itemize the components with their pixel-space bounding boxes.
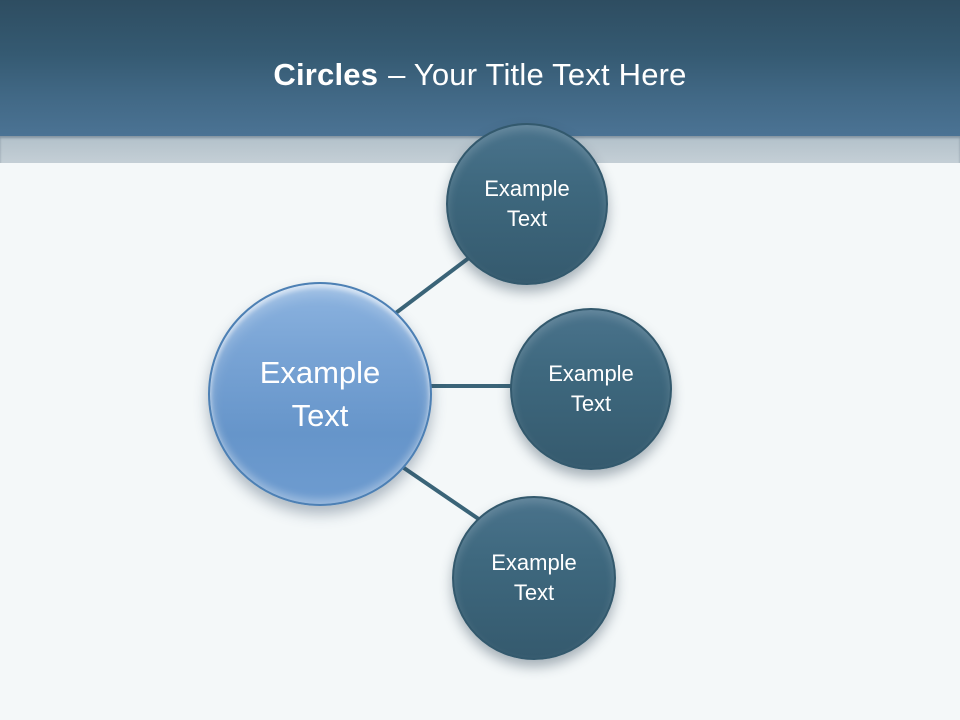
main-circle-label: Example Text <box>259 355 381 433</box>
slide-header: Circles – Your Title Text Here <box>0 0 960 136</box>
sub-circle-top: Example Text <box>446 123 608 285</box>
sub-circle-top-label: Example Text <box>484 176 570 231</box>
sub-circle-bottom-label: Example Text <box>491 550 577 605</box>
sub-circle-middle-label: Example Text <box>548 361 634 416</box>
sub-circle-bottom: Example Text <box>452 496 616 660</box>
title-bold-text: Circles <box>273 57 379 92</box>
title-rest-text: – Your Title Text Here <box>388 57 687 92</box>
main-circle: Example Text <box>208 282 432 506</box>
slide-title: Circles – Your Title Text Here <box>0 56 960 94</box>
sub-circle-middle: Example Text <box>510 308 672 470</box>
